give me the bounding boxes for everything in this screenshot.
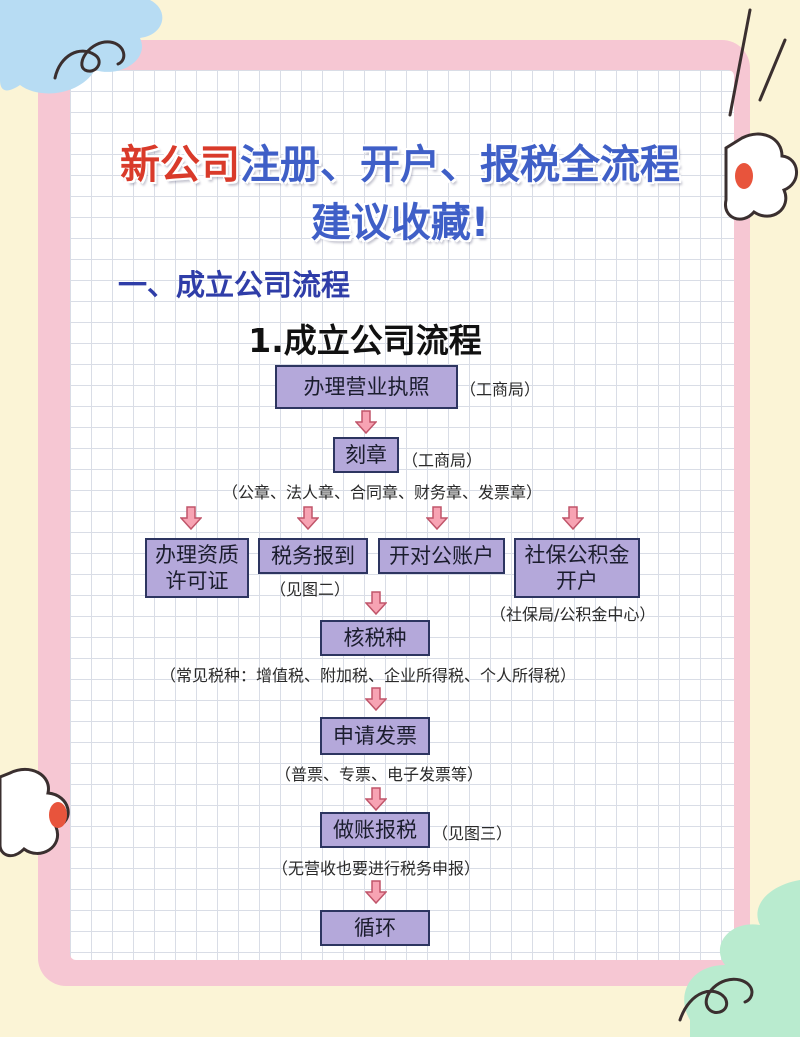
step-tax-type: 核税种 [320, 620, 430, 656]
down-arrow-icon [365, 787, 387, 811]
social-line2: 开户 [556, 569, 598, 593]
down-arrow-icon [297, 506, 319, 530]
note-invoice: （普票、专票、电子发票等） [275, 765, 484, 784]
title-rest: 注册、开户、报税全流程 [240, 142, 680, 188]
permit-line2: 许可证 [165, 569, 229, 593]
note-bookkeeping: （见图三） [432, 824, 513, 843]
note-social-security: （社保局/公积金中心） [490, 605, 656, 624]
step-loop: 循环 [320, 910, 430, 946]
down-arrow-icon [426, 506, 448, 530]
down-arrow-icon [365, 591, 387, 615]
down-arrow-icon [355, 410, 377, 434]
down-arrow-icon [562, 506, 584, 530]
step-social-security: 社保公积金 开户 [514, 538, 640, 598]
diagram-title: 1.成立公司流程 [248, 321, 482, 360]
blue-cloud-decoration [0, 0, 163, 94]
down-arrow-icon [365, 687, 387, 711]
note-seal: （工商局） [402, 451, 483, 470]
note-tax-type: （常见税种：增值税、附加税、企业所得税、个人所得税） [160, 666, 577, 685]
step-bank-account: 开对公账户 [378, 538, 505, 574]
step-apply-invoice: 申请发票 [320, 717, 430, 755]
step-tax-registration: 税务报到 [258, 538, 368, 574]
note-tax-registration: （见图二） [270, 580, 351, 599]
title-highlight: 新公司 [120, 142, 240, 188]
step-qualification-permit: 办理资质 许可证 [145, 538, 249, 598]
step-business-license: 办理营业执照 [275, 365, 458, 409]
down-arrow-icon [365, 880, 387, 904]
down-arrow-icon [180, 506, 202, 530]
section-heading: 一、成立公司流程 [118, 268, 351, 302]
note-zero-report: （无营收也要进行税务申报） [272, 859, 481, 878]
note-seal-types: （公章、法人章、合同章、财务章、发票章） [222, 483, 543, 502]
main-title: 新公司注册、开户、报税全流程 [0, 132, 800, 190]
permit-line1: 办理资质 [155, 542, 239, 567]
mint-cloud-decoration [678, 880, 800, 1037]
step-bookkeeping: 做账报税 [320, 812, 430, 848]
grid-paper [70, 70, 734, 960]
note-license: （工商局） [460, 380, 541, 399]
step-seal: 刻章 [333, 437, 399, 473]
main-title-line2: 建议收藏! [310, 200, 490, 246]
flower-decoration-left [0, 767, 70, 858]
social-line1: 社保公积金 [524, 542, 630, 567]
star-sparkle-decoration [728, 8, 787, 117]
flower-decoration-right [724, 132, 798, 221]
